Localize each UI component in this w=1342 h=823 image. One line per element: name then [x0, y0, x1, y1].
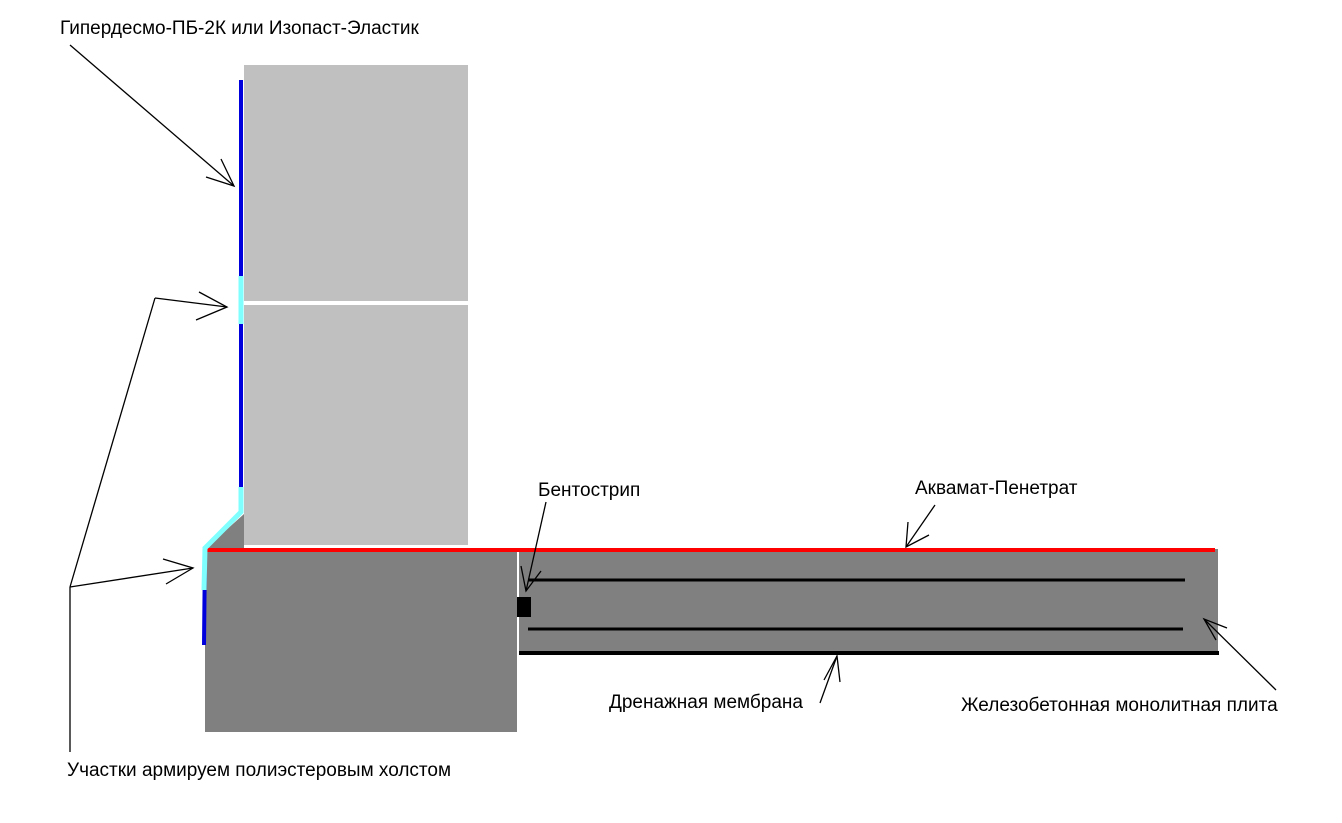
footing [205, 549, 517, 732]
arrowhead-coating [205, 158, 236, 188]
wall-block-lower [244, 305, 468, 545]
label-drainage-membrane: Дренажная мембрана [609, 692, 803, 713]
leader-reinforce-lower [69, 567, 194, 588]
leader-coating [69, 44, 235, 187]
label-reinforcement-note: Участки армируем полиэстеровым холстом [67, 760, 452, 781]
label-concrete-slab: Железобетонная монолитная плита [961, 695, 1278, 716]
arrowhead-reinforce-upper [195, 291, 229, 321]
arrowhead-drainage [823, 653, 841, 683]
leader-slab [1203, 618, 1277, 691]
label-penetrating-coating: Аквамат-Пенетрат [915, 478, 1078, 499]
wall-block-upper [244, 65, 468, 301]
leader-drainage [819, 655, 838, 704]
arrowhead-slab [1202, 617, 1228, 641]
arrowhead-penetrat [905, 521, 930, 549]
leader-penetrat [905, 504, 936, 548]
arrowhead-bentostrip [520, 565, 542, 593]
label-waterproofing-coating: Гипердесмо-ПБ-2К или Изопаст-Эластик [60, 18, 419, 39]
leader-reinforce-upper-h [154, 297, 228, 308]
concrete-slab [519, 549, 1218, 653]
bentostrip-block [517, 597, 531, 617]
leader-reinforce-upper [69, 297, 156, 588]
leader-bentostrip [525, 501, 547, 592]
label-bentostrip: Бентострип [538, 480, 641, 501]
reinforce-zone-corner [201, 487, 244, 591]
arrowhead-reinforce-lower [162, 558, 195, 585]
